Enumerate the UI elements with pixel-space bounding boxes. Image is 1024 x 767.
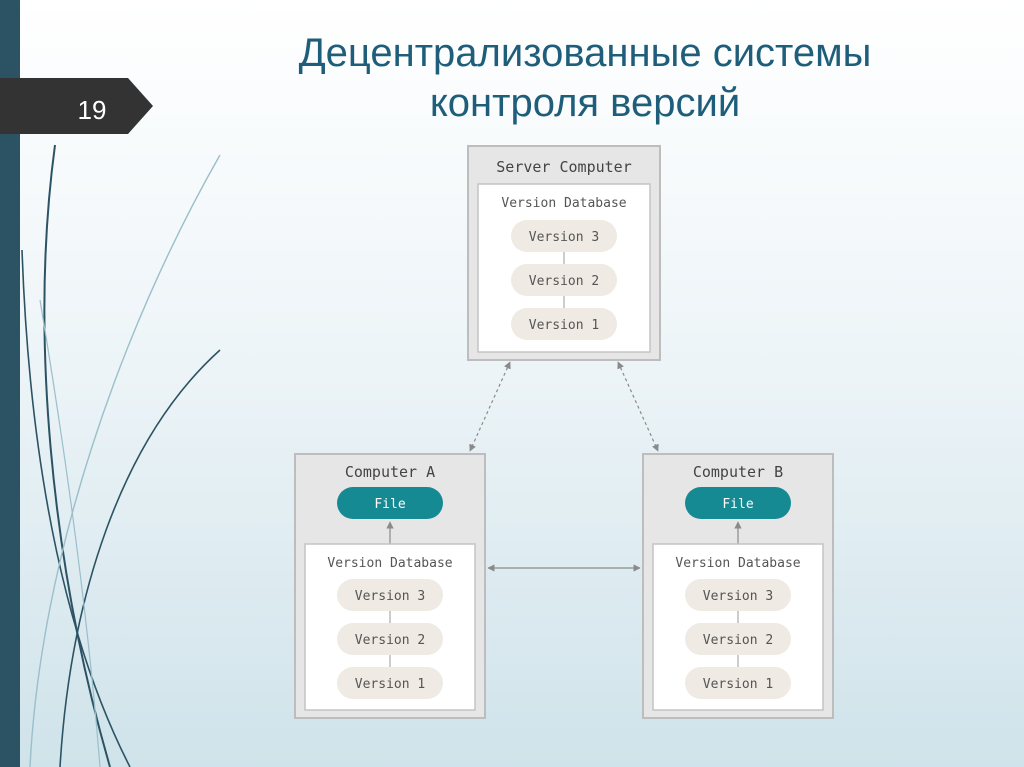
page-title-line-2: контроля версий bbox=[429, 81, 741, 125]
computer-a-file bbox=[337, 487, 443, 519]
server-version-2 bbox=[511, 264, 617, 296]
server-computer-label: Server Computer bbox=[496, 158, 631, 176]
computer-a-label: Computer A bbox=[345, 463, 435, 481]
page-title: Децентрализованные системы контроля верс… bbox=[250, 28, 920, 128]
server-version-1-label: Version 1 bbox=[529, 318, 599, 333]
page-title-line-1: Децентрализованные системы bbox=[298, 31, 872, 75]
computer-b-db-label: Version Database bbox=[675, 556, 800, 571]
computer-b-file-label: File bbox=[722, 497, 753, 512]
decorative-curves bbox=[21, 144, 221, 767]
computer-a-version-2-label: Version 2 bbox=[355, 633, 425, 648]
server-db-label: Version Database bbox=[501, 196, 626, 211]
server-to-computer-b-arrow bbox=[617, 361, 659, 452]
computer-a-version-1-label: Version 1 bbox=[355, 677, 425, 692]
computer-a-file-label: File bbox=[374, 497, 405, 512]
computer-b-version-2 bbox=[685, 623, 791, 655]
slide-number: 19 bbox=[77, 95, 107, 125]
server-version-3 bbox=[511, 220, 617, 252]
server-to-computer-a-arrow bbox=[469, 361, 511, 452]
left-accent-bar bbox=[0, 0, 20, 767]
computer-b-label: Computer B bbox=[693, 463, 783, 481]
server-computer: Server Computer Version Database Version… bbox=[467, 145, 661, 361]
server-version-3-label: Version 3 bbox=[529, 230, 599, 245]
computer-a-version-3-label: Version 3 bbox=[355, 589, 425, 604]
computer-b-file bbox=[685, 487, 791, 519]
computer-b-version-3 bbox=[685, 579, 791, 611]
server-version-1 bbox=[511, 308, 617, 340]
computer-b: Computer B File Version Database Version… bbox=[642, 453, 834, 719]
computer-a-db-label: Version Database bbox=[327, 556, 452, 571]
computer-a-version-1 bbox=[337, 667, 443, 699]
computer-b-version-1-label: Version 1 bbox=[703, 677, 773, 692]
computer-a: Computer A File Version Database Version… bbox=[294, 453, 486, 719]
computer-b-version-1 bbox=[685, 667, 791, 699]
computer-a-version-2 bbox=[337, 623, 443, 655]
slide-number-tab bbox=[0, 78, 153, 134]
computer-b-version-3-label: Version 3 bbox=[703, 589, 773, 604]
server-version-2-label: Version 2 bbox=[529, 274, 599, 289]
computer-a-version-3 bbox=[337, 579, 443, 611]
computer-b-version-2-label: Version 2 bbox=[703, 633, 773, 648]
